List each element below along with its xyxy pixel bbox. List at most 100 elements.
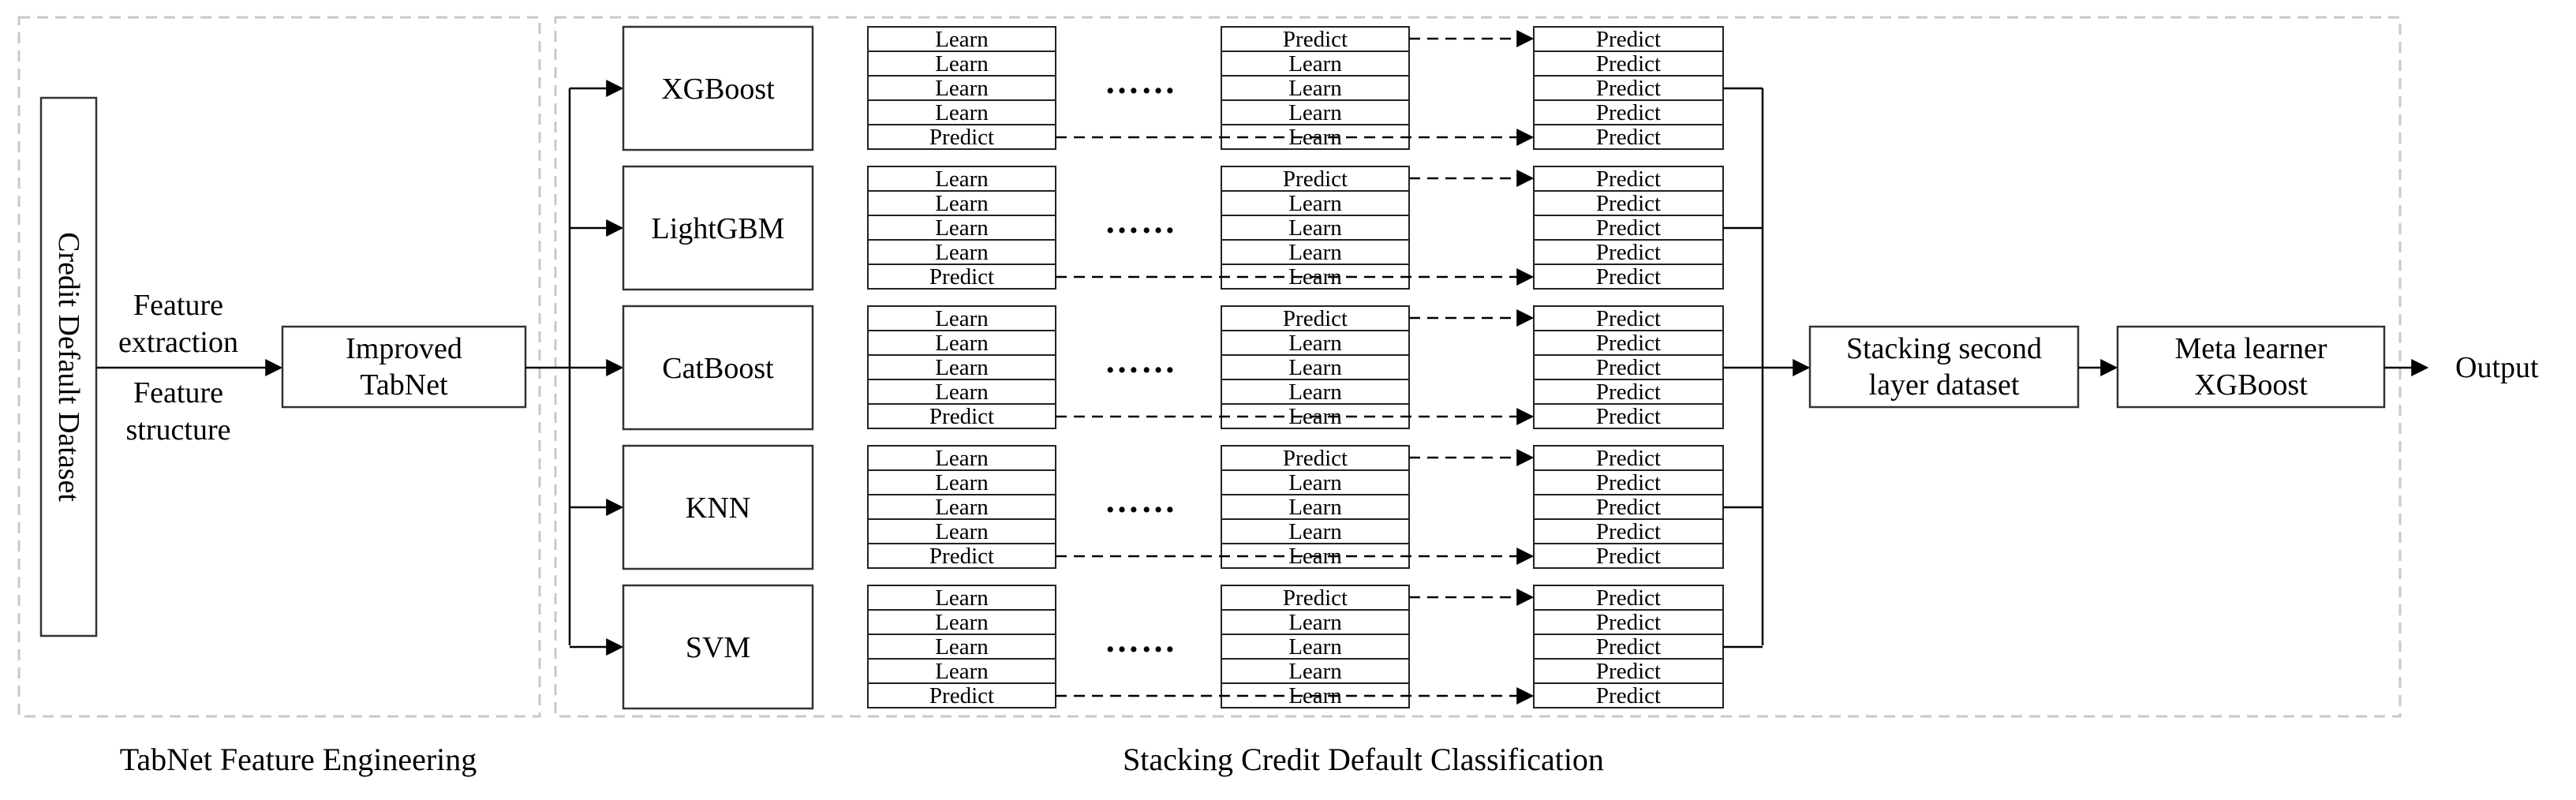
first-fold-table-cell [867, 354, 1056, 380]
prediction-table-cell-label: Predict [1596, 355, 1661, 380]
folds-ellipsis: …… [1105, 621, 1177, 660]
last-fold-table-cell-label: Learn [1288, 610, 1342, 635]
prediction-table-cell-label: Predict [1596, 585, 1661, 611]
folds-ellipsis: …… [1105, 62, 1177, 101]
first-fold-table-cell-label: Learn [935, 585, 989, 611]
first-fold-table-cell [867, 330, 1056, 356]
model-row: XGBoostLearnLearnLearnLearnPredictPredic… [570, 25, 1763, 151]
last-fold-table-cell-label: Learn [1288, 76, 1342, 101]
credit-default-dataset-label: Credit Default Dataset [52, 232, 85, 502]
last-fold-table-cell [1221, 585, 1410, 611]
last-fold-table-cell-label: Learn [1288, 379, 1342, 405]
first-fold-table-cell-label: Learn [935, 166, 989, 192]
last-fold-table-cell-label: Predict [1283, 27, 1348, 52]
first-fold-table-cell-label: Learn [935, 27, 989, 52]
prediction-table-cell-label: Predict [1596, 683, 1661, 708]
first-fold-table-cell [867, 99, 1056, 125]
first-fold-table-cell [867, 50, 1056, 77]
first-fold-table-cell-label: Learn [935, 495, 989, 520]
last-fold-table-cell-label: Learn [1288, 495, 1342, 520]
last-fold-table-cell-label: Learn [1288, 659, 1342, 684]
folds-ellipsis: …… [1105, 202, 1177, 241]
last-fold-table-cell-label: Predict [1283, 446, 1348, 471]
last-fold-table-cell-label: Predict [1283, 306, 1348, 331]
prediction-table-cell-label: Predict [1596, 51, 1661, 77]
first-fold-table-cell-label: Learn [935, 191, 989, 216]
prediction-table-cell [1533, 585, 1724, 611]
folds-ellipsis: …… [1105, 342, 1177, 380]
prediction-table-cell-label: Predict [1596, 306, 1661, 331]
prediction-table-cell [1533, 50, 1724, 77]
stacking-second-layer-dataset-box [1808, 325, 2080, 409]
prediction-table-cell-label: Predict [1596, 27, 1661, 52]
first-fold-table-cell-label: Predict [929, 544, 994, 569]
prediction-table-cell-label: Predict [1596, 495, 1661, 520]
first-fold-table-cell-label: Predict [929, 683, 994, 708]
base-model-box [622, 444, 814, 570]
prediction-table-cell [1533, 124, 1724, 150]
prediction-table-cell-label: Predict [1596, 404, 1661, 429]
prediction-table-cell-label: Predict [1596, 519, 1661, 544]
first-fold-table-cell [867, 609, 1056, 635]
prediction-table-cell-label: Predict [1596, 76, 1661, 101]
base-model-box [622, 25, 814, 151]
first-fold-table-cell-label: Learn [935, 100, 989, 125]
prediction-table-cell [1533, 658, 1724, 684]
last-fold-table-cell-label: Learn [1288, 519, 1342, 544]
last-fold-table-cell-label: Learn [1288, 470, 1342, 495]
first-fold-table-cell [867, 264, 1056, 290]
improved-tabnet-label-line2: TabNet [360, 368, 448, 402]
last-fold-table-cell [1221, 658, 1410, 684]
prediction-table-cell-label: Predict [1596, 446, 1661, 471]
first-fold-table-cell-label: Learn [935, 331, 989, 356]
first-fold-table-cell [867, 469, 1056, 495]
base-model-label: KNN [686, 492, 750, 525]
last-fold-table-cell-label: Learn [1288, 355, 1342, 380]
prediction-table-cell [1533, 190, 1724, 216]
prediction-table-cell [1533, 239, 1724, 265]
right-panel-caption: Stacking Credit Default Classification [1123, 742, 1604, 777]
last-fold-table-cell [1221, 330, 1410, 356]
prediction-table-cell [1533, 99, 1724, 125]
last-fold-table-cell [1221, 469, 1410, 495]
first-fold-table-cell-label: Learn [935, 306, 989, 331]
prediction-table-cell [1533, 403, 1724, 429]
first-fold-table-cell [867, 239, 1056, 265]
last-fold-table-cell [1221, 494, 1410, 520]
prediction-table-cell-label: Predict [1596, 215, 1661, 241]
base-model-label: XGBoost [661, 73, 775, 106]
base-model-label: CatBoost [662, 352, 774, 385]
left-panel-caption: TabNet Feature Engineering [120, 742, 477, 777]
prediction-table-cell-label: Predict [1596, 191, 1661, 216]
last-fold-table-cell [1221, 190, 1410, 216]
stacking-dataset-label-line2: layer dataset [1869, 368, 2020, 402]
first-fold-table-cell [867, 379, 1056, 405]
first-fold-table-cell-label: Learn [935, 634, 989, 660]
first-fold-table-cell-label: Learn [935, 355, 989, 380]
base-model-box [622, 584, 814, 710]
prediction-table-cell [1533, 469, 1724, 495]
meta-learner-label-line1: Meta learner [2174, 332, 2327, 365]
prediction-table-cell-label: Predict [1596, 100, 1661, 125]
improved-tabnet-box [281, 325, 527, 409]
feature-structure-label-line2: structure [126, 413, 231, 447]
first-fold-table-cell-label: Predict [929, 404, 994, 429]
prediction-table-cell [1533, 264, 1724, 290]
model-row: CatBoostLearnLearnLearnLearnPredictPredi… [570, 305, 1763, 431]
first-fold-table-cell [867, 215, 1056, 241]
stacking-dataset-label-line1: Stacking second [1846, 332, 2042, 365]
first-fold-table-cell [867, 75, 1056, 101]
first-fold-table-cell [867, 658, 1056, 684]
first-fold-table-cell-label: Learn [935, 76, 989, 101]
folds-ellipsis: …… [1105, 481, 1177, 520]
model-row: KNNLearnLearnLearnLearnPredictPredictLea… [570, 444, 1763, 570]
last-fold-table-cell-label: Learn [1288, 634, 1342, 660]
prediction-table-cell-label: Predict [1596, 331, 1661, 356]
last-fold-table-cell-label: Learn [1288, 191, 1342, 216]
prediction-table-cell-label: Predict [1596, 659, 1661, 684]
prediction-table-cell [1533, 634, 1724, 660]
last-fold-table-cell [1221, 445, 1410, 471]
first-fold-table-cell [867, 543, 1056, 569]
last-fold-table-cell [1221, 609, 1410, 635]
